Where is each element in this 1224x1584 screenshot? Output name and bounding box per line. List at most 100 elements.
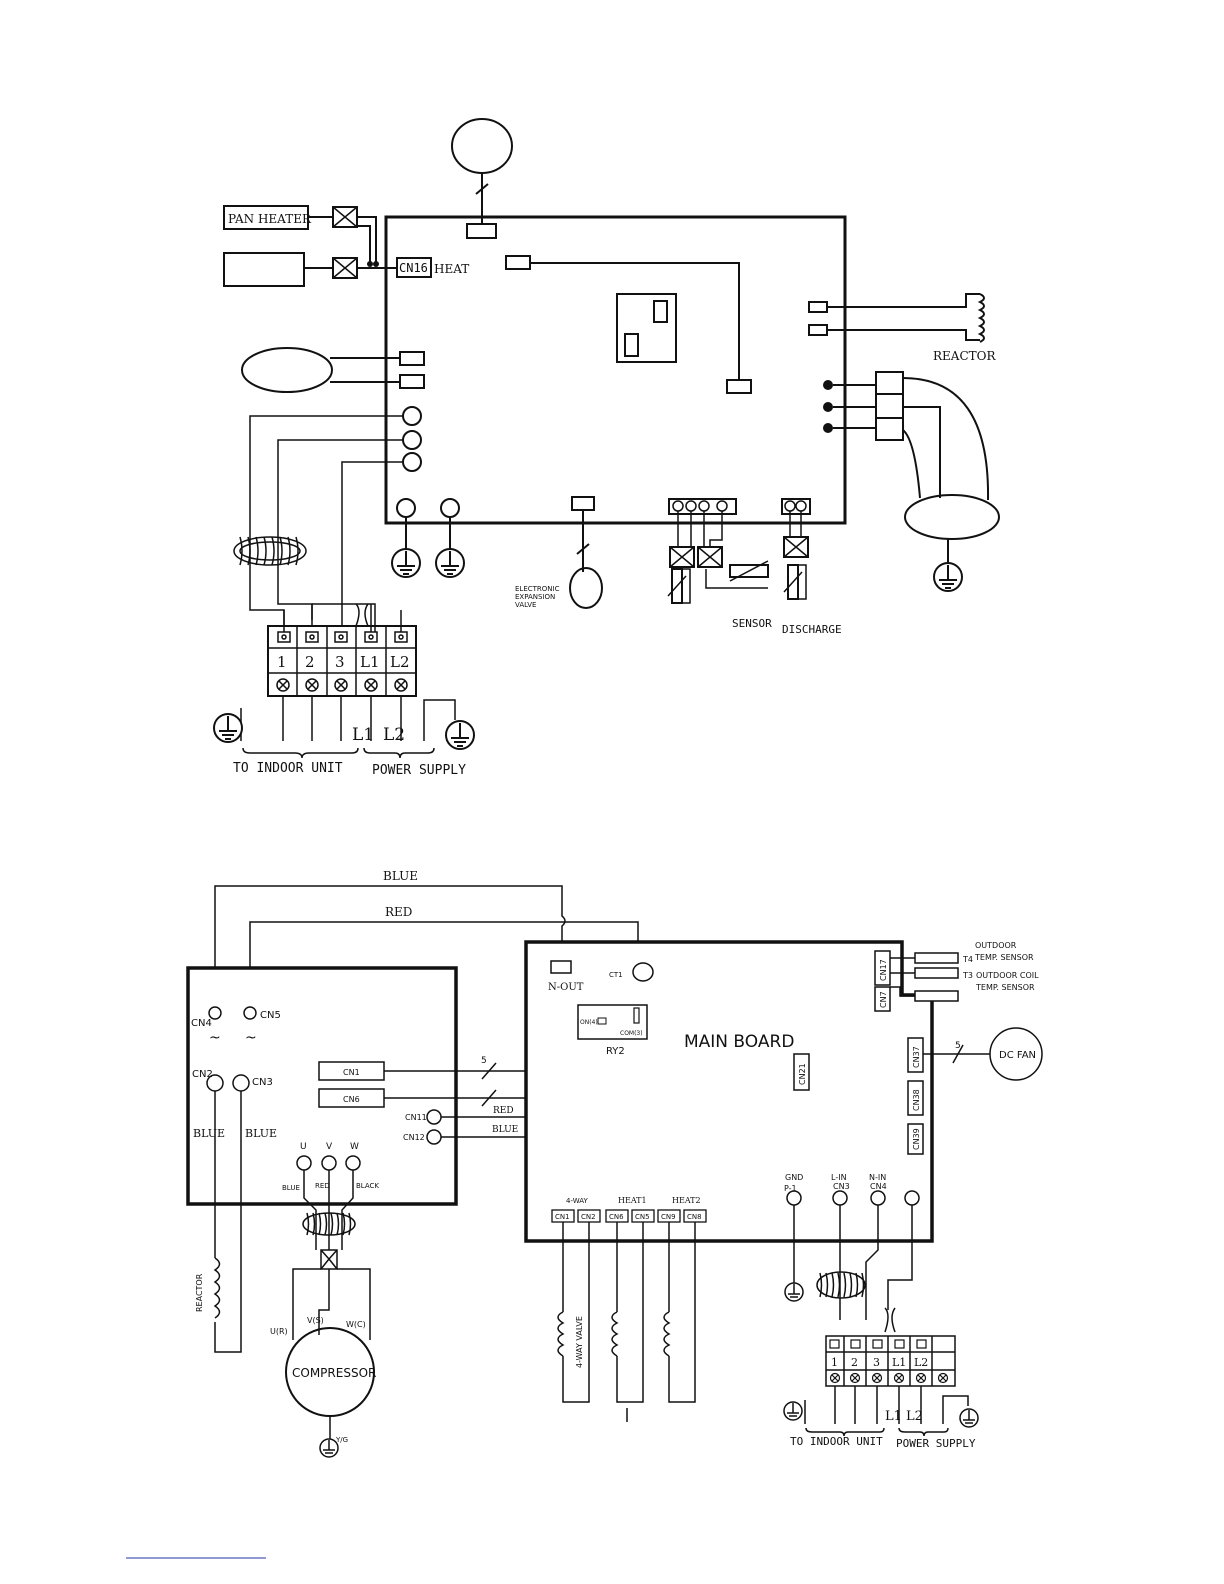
bottom-l1: L1 bbox=[885, 1409, 902, 1424]
yg-label: Y/G bbox=[335, 1436, 348, 1444]
tb-bottom-2: 2 bbox=[851, 1356, 858, 1369]
blue-mid-label: BLUE bbox=[492, 1125, 518, 1135]
tb-top-l1: L1 bbox=[360, 653, 380, 671]
top-power-supply: POWER SUPPLY bbox=[372, 763, 466, 778]
cn11-label: CN11 bbox=[405, 1113, 427, 1122]
ry2-label: RY2 bbox=[606, 1046, 625, 1057]
red-uvw-label: RED bbox=[315, 1182, 330, 1190]
ur-label: U(R) bbox=[270, 1327, 288, 1336]
blue-left2-label: BLUE bbox=[245, 1127, 277, 1140]
four-way-label: 4-WAY bbox=[566, 1197, 588, 1205]
top-wiring-diagram: PAN HEATER CN16 HEAT bbox=[213, 118, 1000, 778]
cn6-label: CN6 bbox=[343, 1095, 360, 1104]
reactor-label: REACTOR bbox=[933, 349, 996, 363]
com3-label: COM(3) bbox=[620, 1030, 643, 1037]
outdoor-temp-1: OUTDOOR bbox=[975, 941, 1017, 950]
ct1-label: CT1 bbox=[609, 971, 623, 979]
outdoor-pcb-board bbox=[384, 215, 847, 525]
compressor-label: COMPRESSOR bbox=[292, 1366, 376, 1380]
eev-label-2: EXPANSION bbox=[515, 593, 555, 601]
inverter-board bbox=[186, 966, 458, 1206]
top-motor bbox=[451, 118, 513, 174]
bottom-l2: L2 bbox=[906, 1409, 923, 1424]
eev-label-1: ELECTRONIC bbox=[515, 585, 560, 593]
cn39-label: CN39 bbox=[912, 1128, 921, 1150]
ferrite-core-compressor bbox=[302, 1212, 356, 1236]
n-out-label: N-OUT bbox=[548, 982, 584, 993]
tb-top-2: 2 bbox=[305, 653, 315, 671]
tb-bottom-l1: L1 bbox=[892, 1356, 906, 1369]
outdoor-coil-2: TEMP. SENSOR bbox=[975, 983, 1035, 992]
l-in-label: L-IN bbox=[831, 1173, 847, 1182]
heat1-label: HEAT1 bbox=[618, 1196, 647, 1205]
heat2-label: HEAT2 bbox=[672, 1196, 701, 1205]
black-uvw-label: BLACK bbox=[356, 1182, 379, 1190]
vs-label: V(S) bbox=[307, 1316, 324, 1325]
cn5b-label: CN5 bbox=[635, 1213, 650, 1221]
left-ellipse-component bbox=[241, 347, 333, 393]
cn4-label: CN4 bbox=[191, 1018, 212, 1029]
main-board-label: MAIN BOARD bbox=[684, 1032, 794, 1052]
cn16-label: CN16 bbox=[399, 261, 428, 275]
outdoor-temp-2: TEMP. SENSOR bbox=[974, 953, 1034, 962]
pan-heater-label: PAN HEATER bbox=[228, 212, 312, 226]
ferrite-core-top bbox=[233, 536, 307, 566]
u-label: U bbox=[300, 1142, 307, 1152]
w-label: W bbox=[350, 1142, 359, 1152]
wc-label: W(C) bbox=[346, 1320, 366, 1329]
tb-top-l2: L2 bbox=[390, 653, 410, 671]
ferrite-core-power bbox=[816, 1271, 866, 1299]
tb-top-3: 3 bbox=[335, 653, 345, 671]
tb-bottom-3: 3 bbox=[873, 1356, 880, 1369]
cn38-label: CN38 bbox=[912, 1089, 921, 1111]
bottom-wiring-diagram: BLUE RED CN4 CN5 ~ ~ CN2 CN3 BLUE BLUE R… bbox=[186, 869, 1043, 1458]
dc-fan bbox=[989, 1027, 1043, 1081]
v-label: V bbox=[326, 1142, 333, 1152]
blue-uvw-label: BLUE bbox=[282, 1184, 300, 1192]
cn9-label: CN9 bbox=[661, 1213, 676, 1221]
cn1-label: CN1 bbox=[343, 1068, 360, 1077]
reactor-bottom-label: REACTOR bbox=[195, 1273, 204, 1312]
tb-bottom-l2: L2 bbox=[914, 1356, 928, 1369]
t4-label: T4 bbox=[962, 955, 973, 964]
t3-label: T3 bbox=[962, 971, 973, 980]
compressor-top bbox=[904, 494, 1000, 540]
blue-top-label: BLUE bbox=[383, 869, 418, 883]
p1-label: P-1 bbox=[784, 1184, 797, 1193]
blue-left1-label: BLUE bbox=[193, 1127, 225, 1140]
cn1b-label: CN1 bbox=[555, 1213, 570, 1221]
bottom-power-supply: POWER SUPPLY bbox=[896, 1437, 976, 1450]
top-l1: L1 bbox=[352, 725, 374, 745]
top-to-indoor: TO INDOOR UNIT bbox=[233, 761, 343, 776]
red-top-label: RED bbox=[385, 905, 412, 919]
cn3b-label: CN3 bbox=[833, 1182, 850, 1191]
gnd-label: GND bbox=[785, 1173, 803, 1182]
cn37-label: CN37 bbox=[912, 1046, 921, 1068]
cn8-label: CN8 bbox=[687, 1213, 702, 1221]
cn5-label: CN5 bbox=[260, 1010, 281, 1021]
eev-label-3: VALVE bbox=[515, 601, 536, 609]
terminal-block-top: 1 2 3 L1 L2 bbox=[267, 625, 417, 697]
cn21-label: CN21 bbox=[798, 1063, 807, 1085]
bottom-to-indoor: TO INDOOR UNIT bbox=[790, 1435, 883, 1448]
five-a-label: 5 bbox=[481, 1056, 487, 1066]
cn6b-label: CN6 bbox=[609, 1213, 624, 1221]
eev-coil bbox=[569, 567, 603, 609]
cn17-label: CN17 bbox=[879, 959, 888, 981]
on4-label: ON(4) bbox=[580, 1019, 598, 1026]
top-l2: L2 bbox=[383, 725, 405, 745]
outdoor-coil-1: OUTDOOR COIL bbox=[976, 971, 1039, 980]
discharge-label: DISCHARGE bbox=[782, 623, 842, 636]
svg-text:~: ~ bbox=[209, 1030, 221, 1046]
cn4b-label: CN4 bbox=[870, 1182, 887, 1191]
n-in-label: N-IN bbox=[869, 1173, 886, 1182]
cn3-label: CN3 bbox=[252, 1077, 273, 1088]
svg-text:~: ~ bbox=[245, 1030, 257, 1046]
sensor-label: SENSOR bbox=[732, 617, 772, 630]
cn12-label: CN12 bbox=[403, 1133, 425, 1142]
dc-fan-label: DC FAN bbox=[999, 1050, 1036, 1061]
tb-top-1: 1 bbox=[277, 653, 287, 671]
red-mid-label: RED bbox=[493, 1106, 514, 1116]
cn7-label: CN7 bbox=[879, 991, 888, 1008]
